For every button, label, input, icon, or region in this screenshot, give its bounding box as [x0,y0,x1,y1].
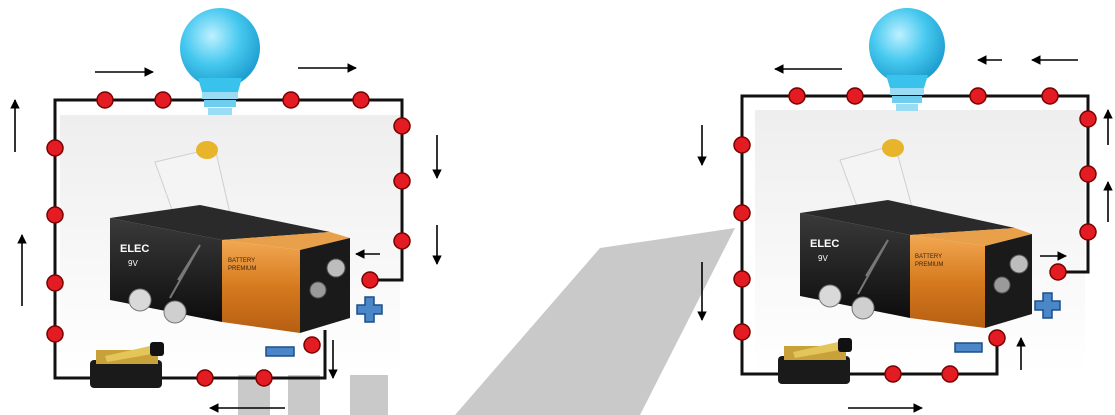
battery-cap-top [910,228,1032,246]
left-wire [53,98,404,380]
capacitor-top [196,141,218,159]
bulb-base-2 [204,100,236,107]
electron [1079,110,1097,128]
electron [1079,165,1097,183]
left-arrows [10,63,442,413]
terminal-snap-1 [309,281,327,299]
switch-blade [793,342,840,358]
snap-cup-1 [128,288,152,312]
switch-base [778,356,850,384]
left-circuit: ELEC 9V BATTERY PREMIUM [10,8,442,413]
bulb-neck [198,78,242,92]
battery-cap-top [222,232,350,250]
electron [969,87,987,105]
bulb-base-3 [208,108,232,115]
wire-path [53,98,404,380]
terminal-snap-1 [993,276,1011,294]
electron [303,336,321,354]
electron [733,323,751,341]
plus-sign-icon [1034,292,1061,319]
snap-wire [169,244,201,299]
switch-base [90,360,162,388]
knife-switch-icon [90,342,164,388]
electron [196,369,214,387]
knife-switch-icon [778,338,852,384]
electron [255,369,273,387]
terminal-snap-2 [326,258,346,278]
electron [393,232,411,250]
electron [46,206,64,224]
electron [1041,87,1059,105]
minus-sign-icon [954,342,983,353]
electron [1049,263,1067,281]
switch-handle [838,338,852,352]
electron [46,325,64,343]
electron [733,204,751,222]
switch-handle [150,342,164,356]
right-circuit: ELEC 9V BATTERY PREMIUM [697,8,1113,413]
plus-shape [1034,292,1061,319]
electron [1079,223,1097,241]
electron [46,274,64,292]
battery-cap [910,235,985,328]
minus-shape [954,342,983,353]
electron [941,365,959,383]
plus-shape [356,296,383,323]
electron [884,365,902,383]
battery-brand: ELEC [810,238,839,250]
electron [352,91,370,109]
battery-line-3: BATTERY [915,254,942,260]
plus-sign-icon [356,296,383,323]
right-wire [740,94,1090,376]
electron [282,91,300,109]
battery-cap [222,240,300,333]
light-bulb-icon [180,8,260,115]
electron [154,91,172,109]
minus-shape [265,346,295,357]
bulb-glass [869,8,945,84]
bulb-base-3 [896,104,918,111]
bulb-glass [180,8,260,88]
battery-voltage: 9V [818,254,828,263]
battery-line-3: BATTERY [228,258,255,264]
battery-line-4: PREMIUM [915,262,943,268]
battery-voltage: 9V [128,259,138,268]
snap-cup-2 [851,296,875,320]
switch-blade [105,346,152,362]
capacitor-top [882,139,904,157]
snap-cup-2 [163,300,187,324]
battery-line-4: PREMIUM [228,266,256,272]
bulb-base-1 [890,88,924,95]
electron [361,271,379,289]
left-electrons [46,91,411,387]
electron [988,329,1006,347]
battery-photo: ELEC 9V BATTERY PREMIUM [60,115,400,375]
bulb-neck [886,75,928,88]
electron [788,87,806,105]
electron [46,139,64,157]
battery-photo: ELEC 9V BATTERY PREMIUM [755,110,1085,375]
electron [846,87,864,105]
bulb-base-2 [892,96,922,103]
right-electrons [733,87,1097,383]
battery-top [800,200,1015,235]
snap-wire [857,239,889,295]
light-bulb-icon [869,8,945,111]
battery-brand: ELEC [120,243,149,255]
terminal-snap-2 [1009,254,1029,274]
minus-sign-icon [265,346,295,357]
electron [733,270,751,288]
watermark-slash [455,228,735,415]
electron [96,91,114,109]
wire-path [740,94,1090,376]
electron [393,117,411,135]
bulb-base-1 [202,92,238,99]
battery-top [110,205,330,240]
electron [393,172,411,190]
electron [733,136,751,154]
right-arrows [697,55,1113,413]
snap-cup-1 [818,284,842,308]
